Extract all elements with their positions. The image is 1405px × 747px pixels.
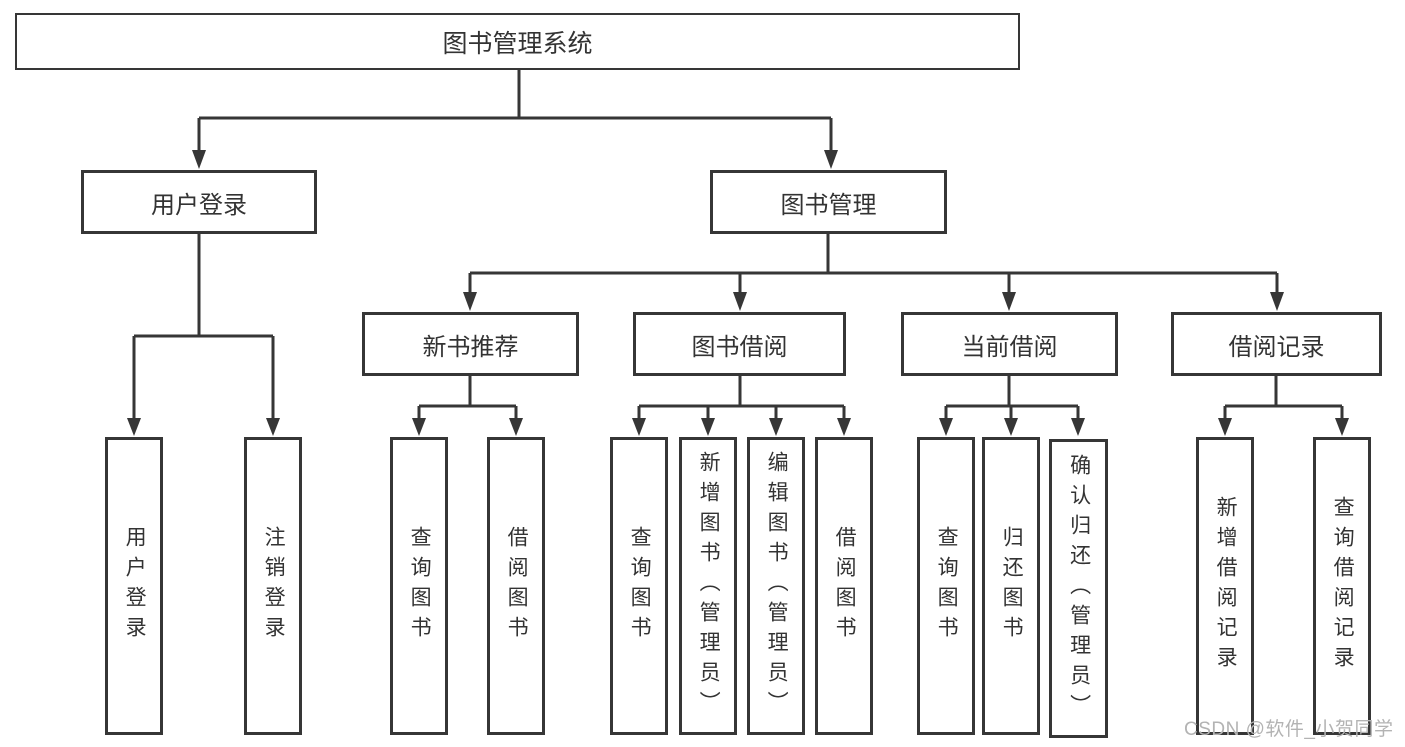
leaf-return-book: 归还图书 — [982, 437, 1040, 735]
connector-strokes — [132, 70, 1344, 420]
leaf-edit-book-admin: 编辑图书（管理员） — [747, 437, 805, 735]
leaf-logout-login-label: 注销登录 — [262, 526, 286, 646]
node-current-borrow: 当前借阅 — [901, 312, 1118, 376]
node-new-book-recommend: 新书推荐 — [362, 312, 579, 376]
csdn-watermark: CSDN @软件_小贺同学 — [1184, 719, 1394, 740]
node-library-system: 图书管理系统 — [15, 13, 1020, 70]
leaf-add-book-admin: 新增图书（管理员） — [679, 437, 737, 735]
node-book-borrow-label: 图书借阅 — [691, 333, 788, 361]
leaf-confirm-return-admin-label: 确认归还（管理员） — [1067, 453, 1091, 724]
leaf-edit-book-admin-label: 编辑图书（管理员） — [765, 451, 789, 721]
leaf-query-borrow-record: 查询借阅记录 — [1313, 437, 1371, 735]
leaf-return-book-label: 归还图书 — [1000, 526, 1024, 646]
leaf-user-login-label: 用户登录 — [123, 526, 147, 646]
leaf-borrow-book-recommend: 借阅图书 — [487, 437, 545, 735]
leaf-borrow-book-label: 借阅图书 — [833, 526, 857, 646]
leaf-query-book-current: 查询图书 — [917, 437, 975, 735]
leaf-query-borrow-record-label: 查询借阅记录 — [1331, 496, 1355, 676]
node-borrow-records: 借阅记录 — [1171, 312, 1382, 376]
leaf-add-borrow-record-label: 新增借阅记录 — [1214, 496, 1238, 676]
leaf-add-book-admin-label: 新增图书（管理员） — [697, 451, 721, 721]
arrowheads — [127, 150, 1349, 436]
leaf-query-book-borrow-label: 查询图书 — [628, 526, 652, 646]
node-book-management: 图书管理 — [710, 170, 947, 234]
leaf-logout-login: 注销登录 — [244, 437, 302, 735]
leaf-borrow-book: 借阅图书 — [815, 437, 873, 735]
node-book-management-label: 图书管理 — [780, 191, 877, 219]
leaf-user-login: 用户登录 — [105, 437, 163, 735]
leaf-query-book-current-label: 查询图书 — [935, 526, 959, 646]
leaf-query-book-recommend-label: 查询图书 — [408, 526, 432, 646]
node-current-borrow-label: 当前借阅 — [961, 333, 1058, 361]
node-book-borrow: 图书借阅 — [633, 312, 846, 376]
leaf-confirm-return-admin: 确认归还（管理员） — [1049, 439, 1108, 738]
leaf-query-book-recommend: 查询图书 — [390, 437, 448, 735]
node-borrow-records-label: 借阅记录 — [1228, 333, 1325, 361]
leaf-query-book-borrow: 查询图书 — [610, 437, 668, 735]
node-new-book-recommend-label: 新书推荐 — [422, 333, 519, 361]
node-library-system-label: 图书管理系统 — [442, 29, 593, 58]
node-user-login-label: 用户登录 — [151, 191, 247, 219]
leaf-add-borrow-record: 新增借阅记录 — [1196, 437, 1254, 735]
node-user-login: 用户登录 — [81, 170, 317, 234]
leaf-borrow-book-recommend-label: 借阅图书 — [505, 526, 529, 646]
